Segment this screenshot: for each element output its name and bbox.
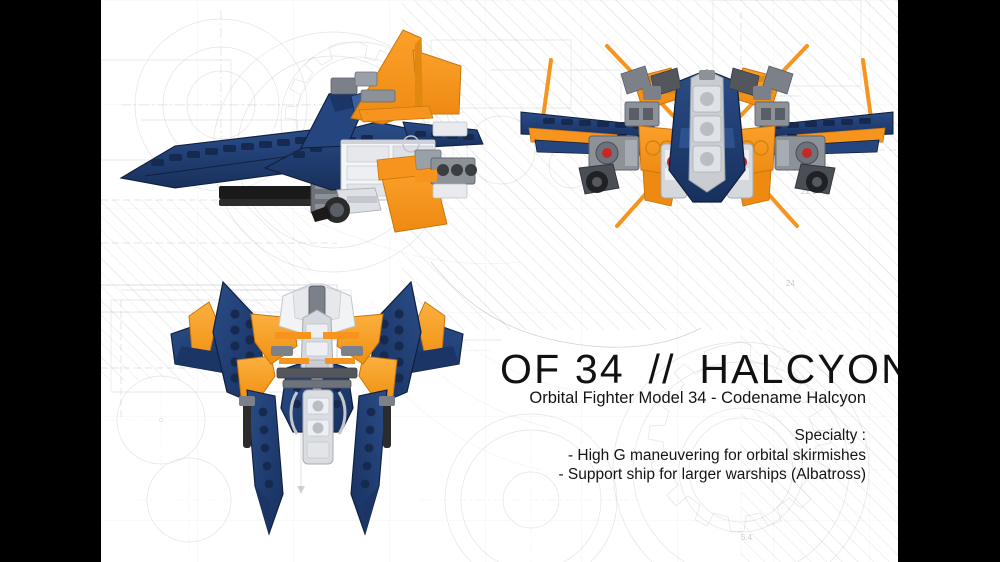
blueprint-gear-mid-bottom <box>421 398 641 562</box>
plan-landing-struts <box>239 396 395 448</box>
plan-nose-shell <box>278 283 356 339</box>
specialty-heading: Specialty : <box>794 427 866 444</box>
page-subtitle: Orbital Fighter Model 34 - Codename Halc… <box>529 389 866 407</box>
bg-annotation-2: 5.4 <box>741 533 753 542</box>
model-view-side-profile <box>115 18 484 240</box>
rear-top-blocks <box>643 67 771 100</box>
plan-ventral-engine <box>289 389 347 465</box>
side-thruster-pod <box>311 187 382 223</box>
title-name: HALCYON <box>699 346 898 392</box>
rear-spine-stack <box>688 69 726 193</box>
letterbox-right <box>898 0 1000 562</box>
side-orange-strip <box>358 105 434 123</box>
model-view-top-plan <box>151 272 483 552</box>
specialty-block: Specialty : - High G maneuvering for orb… <box>101 426 866 485</box>
title-model: OF 34 <box>500 346 625 392</box>
blueprint-gear-lower-right <box>581 330 898 562</box>
side-lower-fin <box>376 155 448 233</box>
plan-orange-struts <box>275 332 359 364</box>
bg-annotation-0: 24 <box>786 279 795 288</box>
rear-thruster-right <box>774 135 836 195</box>
page-title: OF 34 // HALCYON <box>500 346 898 392</box>
model-view-rear-elevation <box>520 30 894 230</box>
blueprint-gear-teeth-lower-right <box>647 341 832 533</box>
side-engine-bank <box>415 121 477 199</box>
blueprint-sheet: 24 22 944 5.4 <box>101 0 898 562</box>
plan-trailing-blade-right <box>350 389 388 536</box>
title-separator: // <box>648 346 676 392</box>
specialty-item: - High G maneuvering for orbital skirmis… <box>567 446 866 464</box>
plan-transverse-bars <box>271 346 363 389</box>
specialty-item: - Support ship for larger warships (Alba… <box>558 466 866 483</box>
side-rear-wing <box>119 129 349 189</box>
plan-trailing-blade-left <box>246 389 284 536</box>
rear-thruster-left <box>578 135 640 195</box>
blueprint-hatch-bottom-right <box>741 330 898 562</box>
side-detail-blocks <box>330 71 442 175</box>
letterbox-left <box>0 0 101 562</box>
